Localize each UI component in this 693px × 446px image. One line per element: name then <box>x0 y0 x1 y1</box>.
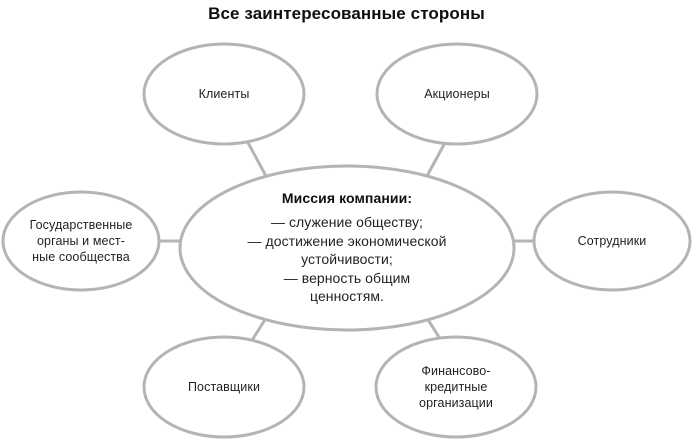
connector-shareholders <box>425 138 449 177</box>
node-shape-employees[interactable] <box>532 190 692 292</box>
node-shape-government[interactable] <box>1 190 161 292</box>
connector-clients <box>244 138 268 177</box>
node-shape-financial[interactable] <box>374 335 538 439</box>
node-shape-shareholders[interactable] <box>375 42 539 146</box>
node-shape-mission[interactable] <box>178 164 516 332</box>
node-shape-suppliers[interactable] <box>142 335 306 439</box>
node-shape-clients[interactable] <box>142 42 306 146</box>
